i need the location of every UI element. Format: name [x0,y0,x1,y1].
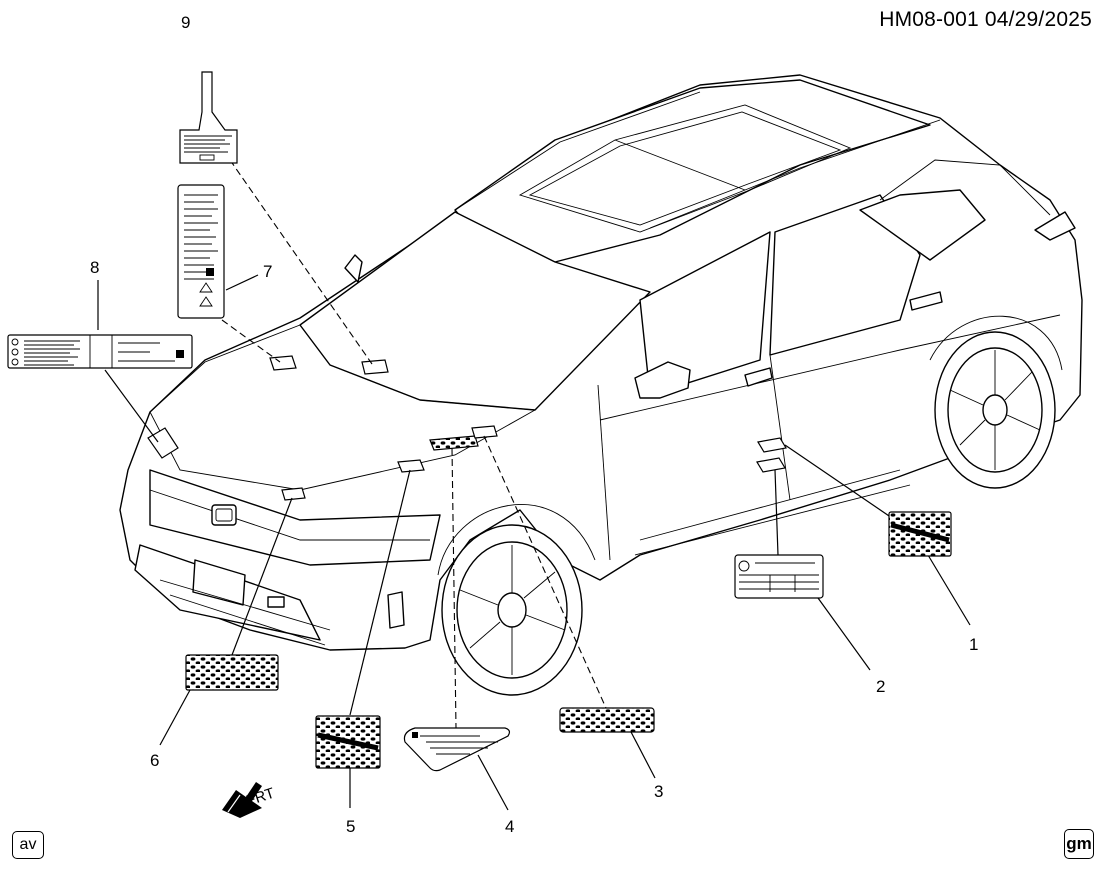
label-location-1 [757,437,787,453]
frt-label: FRT [244,785,277,810]
callout-9: 9 [181,13,190,32]
callout-1: 1 [969,635,978,654]
label-8-charging-info-label [7,334,193,369]
label-6-hood-label [185,654,279,691]
label-7-vehicle-emission-label [177,184,225,319]
callout-8: 8 [90,258,99,277]
label-location-8 [147,427,179,459]
label-location-5 [397,459,425,473]
vehicle-body [119,74,1083,696]
label-location-9 [361,359,389,375]
label-location-6 [281,487,306,501]
callout-4: 4 [505,817,514,836]
gm-logo-icon: gm [1064,829,1094,859]
label-4-warning-label [403,727,511,772]
label-9-tire-info-tag [179,71,238,164]
callout-5: 5 [346,817,355,836]
label-locations [147,355,787,501]
callout-7: 7 [263,262,272,281]
label-2-tire-pressure-label [734,554,824,599]
label-location-3 [471,425,498,439]
leader-lines [97,159,971,811]
drawing-code: HM08-001 04/29/2025 [879,8,1092,31]
label-location-4 [429,435,479,451]
front-direction-arrow-icon: FRT [222,782,277,818]
av-logo-icon: av [12,831,44,859]
label-1-door-label [888,511,952,557]
label-location-7 [269,355,297,371]
label-3-coolant-label [559,707,655,733]
callout-6: 6 [150,751,159,770]
callout-3: 3 [654,782,663,801]
label-location-2 [756,457,786,473]
callout-2: 2 [876,677,885,696]
label-5-caution-label [315,715,381,769]
